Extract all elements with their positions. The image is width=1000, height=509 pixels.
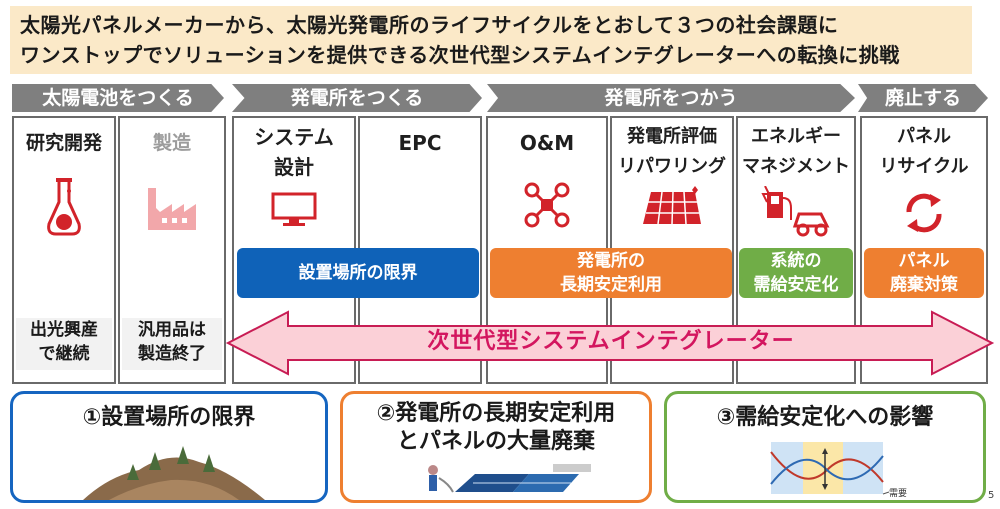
stage-make-cells: 太陽電池をつくる (12, 84, 224, 112)
stage-use-plant: 発電所をつかう (487, 84, 855, 112)
column-title: エネルギー マネジメント (742, 126, 850, 177)
column-title: 製造 (152, 132, 191, 154)
status-note-research: 出光興産 で継続 (16, 318, 112, 370)
headline-banner: 太陽光パネルメーカーから、太陽光発電所のライフサイクルをとおして３つの社会課題に… (10, 6, 972, 74)
headline-line-2: ワンストップでソリューションを提供できる次世代型システムインテグレーターへの転換… (20, 43, 900, 67)
flask-icon (47, 178, 81, 236)
issue-card-site-limit: ①設置場所の限界 (10, 391, 328, 503)
pill-label: 発電所の 長期安定利用 (560, 251, 662, 295)
stage-label: 発電所をつかう (604, 87, 738, 109)
column-title: システム 設計 (254, 125, 334, 179)
column-title: O&M (519, 131, 575, 155)
page-number: 5 (988, 490, 995, 501)
monitor-icon (271, 192, 317, 226)
issue-title: ③需給安定化への影響 (716, 405, 934, 430)
drone-icon (524, 182, 570, 228)
column-title: 発電所評価 リパワリング (618, 126, 726, 177)
pill-label: 設置場所の限界 (298, 263, 418, 283)
integrator-label: 次世代型システムインテグレーター (427, 329, 795, 354)
solar-worker-illustration (428, 464, 591, 493)
stage-label: 太陽電池をつくる (42, 87, 194, 109)
solar-panel-icon (643, 186, 701, 225)
pill-label: 系統の 需給安定化 (753, 251, 839, 295)
integrator-double-arrow (226, 310, 995, 376)
recycle-icon (906, 193, 942, 233)
factory-icon (148, 188, 196, 230)
issue-card-grid-stability: ③需給安定化への影響 需要 (664, 391, 986, 503)
headline-line-1: 太陽光パネルメーカーから、太陽光発電所のライフサイクルをとおして３つの社会課題に (20, 13, 839, 37)
issue-card-long-term-use: ②発電所の長期安定利用 とパネルの大量廃棄 (340, 391, 652, 503)
pill-site-limit: 設置場所の限界 (237, 248, 479, 298)
pill-label: パネル 廃棄対策 (890, 251, 958, 295)
stage-label: 廃止する (884, 87, 961, 109)
issue-title: ②発電所の長期安定利用 とパネルの大量廃棄 (376, 401, 616, 454)
pill-grid-stabilization: 系統の 需給安定化 (739, 248, 853, 298)
column-title: 研究開発 (25, 132, 102, 154)
pill-long-term-use: 発電所の 長期安定利用 (490, 248, 732, 298)
pill-panel-disposal: パネル 廃棄対策 (864, 248, 984, 298)
status-note-manufacturing: 汎用品は 製造終了 (122, 318, 222, 370)
stage-label: 発電所をつくる (290, 87, 424, 109)
ev-charging-icon (761, 186, 830, 237)
supply-demand-chart (770, 442, 890, 495)
mountain-illustration (83, 446, 265, 500)
issue-title: ①設置場所の限界 (82, 405, 256, 430)
stage-build-plant: 発電所をつくる (232, 84, 482, 112)
chart-demand-label: 需要 (889, 489, 908, 499)
column-title: パネル リサイクル (879, 126, 969, 177)
stage-decommission: 廃止する (858, 84, 988, 112)
column-title: EPC (398, 131, 442, 155)
